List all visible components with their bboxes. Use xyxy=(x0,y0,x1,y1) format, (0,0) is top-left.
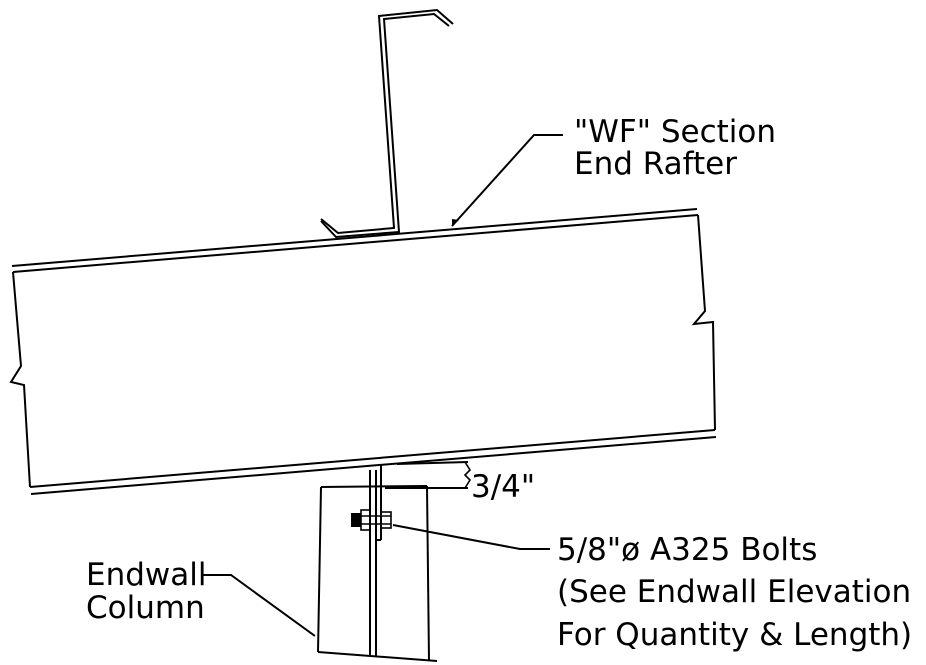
bolts-callout: 5/8"ø A325 Bolts (See Endwall Elevation … xyxy=(392,524,912,653)
bolts-label-line2: (See Endwall Elevation xyxy=(557,574,911,610)
wf-rafter-beam xyxy=(9,208,717,495)
column-callout: Endwall Column xyxy=(86,557,316,637)
bolts-label-line1: 5/8"ø A325 Bolts xyxy=(557,532,817,568)
column-label-line1: Endwall xyxy=(86,557,207,593)
rafter-label-line1: "WF" Section xyxy=(574,114,776,150)
column-label-line2: Column xyxy=(86,590,205,626)
gap-dimension-label: 3/4" xyxy=(471,469,535,505)
bolts-label-line3: For Quantity & Length) xyxy=(557,617,912,653)
endwall-column xyxy=(317,465,438,662)
bolt-symbol xyxy=(351,509,392,531)
z-purlin xyxy=(320,8,454,239)
rafter-callout: "WF" Section End Rafter xyxy=(451,114,776,227)
gap-dimension: 3/4" xyxy=(385,461,535,505)
rafter-label-line2: End Rafter xyxy=(574,146,737,182)
